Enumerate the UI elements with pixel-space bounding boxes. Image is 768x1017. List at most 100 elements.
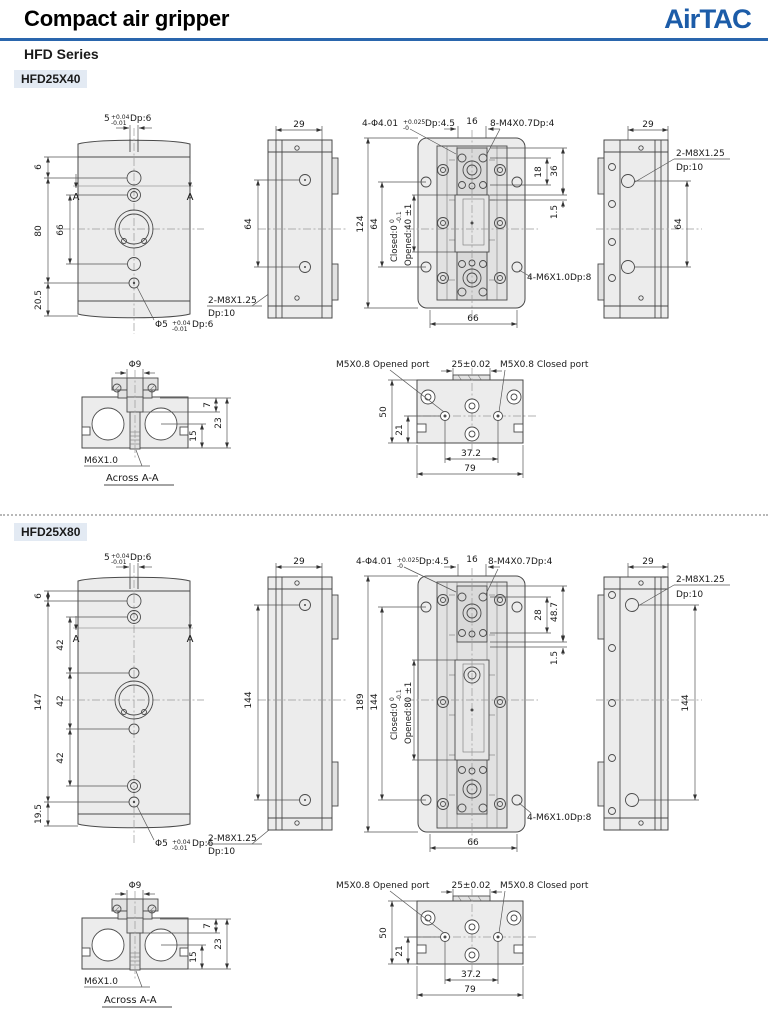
hole4-plus: +0.025 — [403, 119, 425, 126]
x40-port-holes — [420, 389, 522, 442]
dim-23: 23 — [214, 417, 224, 428]
dim-28: 28 — [534, 609, 544, 621]
closed-sub: -0.1 — [396, 211, 403, 223]
x40-right-view: 29 2-M8X1.25 Dp:10 64 — [596, 120, 730, 319]
slot-nominal: 5 — [104, 553, 110, 563]
closed-sub: -0.1 — [396, 689, 403, 701]
dim-15: 15 — [189, 430, 199, 441]
pin-minus: -0.01 — [172, 845, 188, 852]
x80-cross-section: Φ9 7 23 15 M6X1.0 Across A-A — [81, 881, 231, 1008]
hole4-nominal: 4-Φ4.01 — [362, 119, 398, 129]
pin-depth: Dp:6 — [192, 320, 214, 330]
m8-depth-label: Dp:10 — [208, 309, 235, 319]
dim-48-7: 48.7 — [550, 602, 560, 622]
slot-depth: Dp:6 — [130, 114, 152, 124]
x40-closed-label: Closed:0 0 -0.1 — [389, 211, 403, 262]
x40-right-holes — [608, 145, 644, 301]
slot-minus: -0.01 — [111, 559, 127, 566]
dim-42-2: 42 — [56, 695, 66, 706]
hfd25x80-drawings: 5 +0.04 -0.01 Dp:6 A A 6 147 42 42 42 19… — [34, 553, 730, 1008]
phi9-label: Φ9 — [129, 360, 142, 370]
dim-18: 18 — [534, 166, 544, 178]
dim-42-1: 42 — [56, 639, 66, 650]
hole4-depth: Dp:4.5 — [425, 119, 455, 129]
x40-front-dimensions — [364, 126, 567, 328]
x80-plan-view: 5 +0.04 -0.01 Dp:6 A A 6 147 42 42 42 19… — [34, 553, 304, 857]
m8-thread-label: 2-M8X1.25 — [208, 834, 257, 844]
x40-opened-label: Opened:40 ±1 — [404, 204, 414, 266]
x40-right-dimensions — [627, 126, 730, 268]
model-badge-hfd25x80: HFD25X80 — [14, 523, 88, 541]
x40-port-view: M5X0.8 Opened port M5X0.8 Closed port 25… — [336, 360, 589, 478]
x80-front-dimensions — [364, 564, 567, 852]
dim-1-5: 1.5 — [550, 651, 560, 665]
dim-29-right: 29 — [642, 120, 654, 130]
x40-slot-label: 5 +0.04 -0.01 Dp:6 — [104, 114, 152, 127]
section-marker-a-left: A — [73, 634, 80, 645]
slot-depth: Dp:6 — [130, 553, 152, 563]
x40-front-view: 4-Φ4.01 +0.025 -0 Dp:4.5 16 8-M4X0.7Dp:4… — [356, 117, 592, 328]
dim-50: 50 — [379, 406, 389, 418]
x80-side-view: 29 144 — [244, 557, 346, 831]
pin-nominal: Φ5 — [155, 320, 168, 330]
dim-19-5: 19.5 — [34, 804, 44, 824]
dim-1-5: 1.5 — [550, 205, 560, 219]
airtac-logo: AirTAC — [664, 4, 752, 34]
dim-21: 21 — [395, 945, 405, 956]
dim-7: 7 — [203, 402, 213, 408]
dim-144-right: 144 — [681, 694, 691, 711]
m4-label: 8-M4X0.7Dp:4 — [490, 119, 555, 129]
dim-29: 29 — [293, 557, 305, 567]
section-divider — [0, 514, 768, 516]
dim-6: 6 — [34, 593, 44, 599]
section-marker-a-left: A — [73, 192, 80, 203]
x80-port-view: M5X0.8 Opened port M5X0.8 Closed port 25… — [336, 881, 589, 999]
pin-plus: +0.04 — [172, 839, 191, 846]
x80-port-holes — [420, 910, 522, 963]
hole4-depth: Dp:4.5 — [419, 557, 449, 567]
opened-port-label: M5X0.8 Opened port — [336, 360, 430, 370]
x80-front-screws — [420, 592, 523, 813]
dim-23: 23 — [214, 938, 224, 949]
dim-66: 66 — [56, 224, 66, 236]
header-rule — [0, 38, 768, 41]
section-marker-a-right: A — [187, 634, 194, 645]
x80-cross-dimensions — [84, 890, 231, 988]
dim-66-front: 66 — [467, 314, 479, 324]
dim-66-front: 66 — [467, 838, 479, 848]
x80-rail-ticks — [449, 594, 495, 796]
m4-label: 8-M4X0.7Dp:4 — [488, 557, 553, 567]
dim-189: 189 — [356, 693, 366, 710]
dim-36: 36 — [550, 165, 560, 177]
slot-plus: +0.04 — [111, 114, 130, 121]
dim-147: 147 — [34, 693, 44, 710]
across-aa-caption: Across A-A — [106, 473, 159, 484]
hole4-minus: -0 — [397, 563, 403, 570]
x40-plan-view: 5 +0.04 -0.01 Dp:6 A A 6 80 66 20.5 Φ5 +… — [34, 114, 304, 334]
dim-64: 64 — [244, 218, 254, 230]
opened-port-label: M5X0.8 Opened port — [336, 881, 430, 891]
x80-closed-label: Closed:0 0 -0.1 — [389, 689, 403, 740]
hole4-plus: +0.025 — [397, 557, 419, 564]
hole4-minus: -0 — [403, 125, 409, 132]
dim-144: 144 — [244, 691, 254, 708]
x80-port-dimensions — [388, 889, 524, 999]
dim-16: 16 — [466, 117, 478, 127]
x40-side-dimensions — [254, 126, 323, 268]
opened-label: Opened:80 ±1 — [404, 682, 414, 744]
dim-79: 79 — [464, 985, 476, 995]
x40-port-dimensions — [388, 368, 524, 478]
pin-depth: Dp:6 — [192, 839, 214, 849]
x40-pin-label: Φ5 +0.04 -0.01 Dp:6 — [155, 320, 214, 333]
closed-sup: 0 — [389, 697, 396, 701]
x80-front-view: 4-Φ4.01 +0.025 -0 Dp:4.5 16 8-M4X0.7Dp:4… — [356, 555, 592, 852]
m8-right-thread: 2-M8X1.25 — [676, 149, 725, 159]
dim-64-right: 64 — [674, 218, 684, 230]
m8-right-depth: Dp:10 — [676, 163, 703, 173]
dim-16: 16 — [466, 555, 478, 565]
dim-80: 80 — [34, 225, 44, 237]
series-subtitle: HFD Series — [24, 46, 99, 62]
closed-port-label: M5X0.8 Closed port — [500, 881, 589, 891]
phi9-label: Φ9 — [129, 881, 142, 891]
